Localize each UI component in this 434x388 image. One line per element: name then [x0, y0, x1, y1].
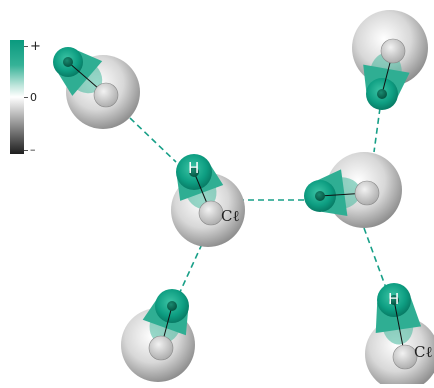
chlorine-nucleus [148, 335, 174, 361]
chlorine-nucleus [93, 82, 119, 108]
hydrogen-nucleus [389, 295, 399, 305]
hbond-topright-to-right [373, 107, 381, 153]
hbond-right-to-bottomright [363, 227, 387, 289]
chlorine-label-bottom-right: Cℓ [414, 343, 433, 361]
charge-color-legend: + 0 – [10, 40, 46, 156]
legend-label-zero: 0 [30, 91, 37, 104]
hbond-topleft-to-center [129, 117, 177, 163]
molecules [53, 10, 434, 388]
molecule-bottom-left [121, 289, 195, 382]
atom-labels: H Cℓ H Cℓ [188, 159, 433, 361]
legend-tick-min [24, 150, 28, 151]
hydrogen-nucleus [189, 167, 199, 177]
chlorine-label-center: Cℓ [221, 207, 240, 225]
legend-label-negative: – [30, 143, 36, 156]
hydrogen-label-center: H [188, 159, 199, 177]
legend-tick-max [24, 46, 28, 47]
chlorine-nucleus [392, 344, 418, 370]
hydrogen-nucleus [63, 57, 73, 67]
molecule-center-right [304, 152, 402, 228]
hydrogen-label-bottom-right: H [388, 290, 399, 308]
legend-label-positive: + [30, 39, 41, 54]
legend-tick-zero [24, 97, 28, 98]
hydrogen-nucleus [167, 301, 177, 311]
chlorine-nucleus [380, 38, 406, 64]
molecule-bottom-right [365, 283, 434, 388]
molecule-top-right [352, 10, 428, 110]
molecule-center-left [171, 154, 245, 247]
chlorine-nucleus [354, 180, 380, 206]
hydrogen-nucleus [315, 191, 325, 201]
chlorine-nucleus [198, 200, 224, 226]
hydrogen-nucleus [377, 89, 387, 99]
charge-gradient-bar [10, 40, 24, 154]
molecule-top-left [53, 47, 140, 129]
hbond-center-to-bottomleft [179, 243, 203, 293]
